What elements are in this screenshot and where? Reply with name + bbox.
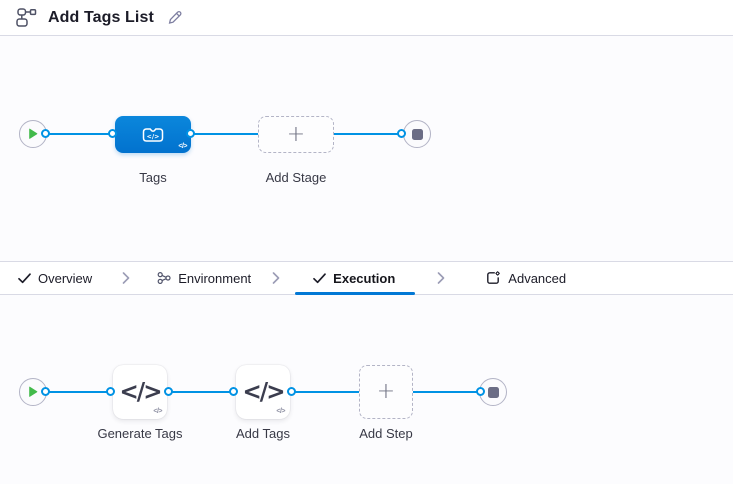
- stage-node-tags[interactable]: </> </>: [115, 116, 191, 153]
- step-node-generate-tags[interactable]: </> </>: [113, 365, 167, 419]
- page-title: Add Tags List: [48, 8, 154, 26]
- play-icon: [29, 386, 38, 397]
- link-handle[interactable]: [41, 387, 50, 396]
- add-stage-label: Add Stage: [265, 170, 327, 185]
- pipeline-end-node[interactable]: [403, 120, 431, 148]
- code-step-icon: </>: [242, 378, 286, 406]
- link-handle[interactable]: [108, 129, 117, 138]
- link-handle[interactable]: [287, 387, 296, 396]
- step-label: Generate Tags: [97, 426, 183, 441]
- tab-overview[interactable]: Overview: [18, 271, 92, 286]
- chevron-right-icon: [272, 272, 280, 284]
- environment-icon: [157, 271, 171, 284]
- step-node-add-tags[interactable]: </> </>: [236, 365, 290, 419]
- tab-environment[interactable]: Environment: [157, 271, 251, 286]
- step-label: Add Tags: [236, 426, 290, 441]
- check-icon: [18, 272, 31, 283]
- stage-config-tabbar: Overview Environment Execution Advanced: [0, 261, 733, 295]
- active-tab-indicator: [295, 292, 415, 295]
- plus-icon: +: [286, 121, 306, 147]
- edit-pencil-icon[interactable]: [167, 10, 182, 25]
- link-handle[interactable]: [106, 387, 115, 396]
- play-icon: [29, 128, 38, 139]
- link-handle[interactable]: [41, 129, 50, 138]
- tab-execution[interactable]: Execution: [313, 271, 395, 286]
- stage-canvas: </> </> + Tags Add Stage: [0, 36, 733, 261]
- stage-node-label: Tags: [139, 170, 167, 185]
- pipeline-header: Add Tags List: [0, 0, 733, 36]
- pipeline-icon: [16, 8, 38, 27]
- add-stage-button[interactable]: +: [258, 116, 334, 153]
- stage-connector-line: [33, 133, 417, 135]
- link-handle[interactable]: [476, 387, 485, 396]
- chevron-right-icon: [122, 272, 130, 284]
- custom-stage-icon: </>: [142, 127, 164, 142]
- tab-advanced[interactable]: Advanced: [485, 270, 566, 286]
- execution-canvas: </> </> </> </> + Generate Tags Add Tags…: [0, 295, 733, 484]
- code-badge-icon: </>: [153, 408, 162, 415]
- add-step-button[interactable]: +: [359, 365, 413, 419]
- code-badge-icon: </>: [276, 408, 285, 415]
- code-badge-icon: </>: [178, 143, 187, 150]
- stop-icon: [411, 128, 423, 140]
- add-step-label: Add Step: [359, 426, 413, 441]
- link-handle[interactable]: [229, 387, 238, 396]
- tab-label: Overview: [38, 270, 93, 286]
- tab-label: Advanced: [508, 270, 567, 286]
- plus-icon: +: [376, 379, 396, 404]
- tab-label: Environment: [178, 270, 252, 286]
- stop-icon: [487, 386, 499, 398]
- link-handle[interactable]: [164, 387, 173, 396]
- tab-label: Execution: [333, 270, 396, 286]
- code-step-icon: </>: [119, 378, 163, 406]
- chevron-right-icon: [437, 272, 445, 284]
- link-handle[interactable]: [397, 129, 406, 138]
- advanced-icon: [487, 271, 501, 284]
- svg-text:</>: </>: [147, 133, 160, 140]
- link-handle[interactable]: [186, 129, 195, 138]
- check-icon: [313, 272, 327, 283]
